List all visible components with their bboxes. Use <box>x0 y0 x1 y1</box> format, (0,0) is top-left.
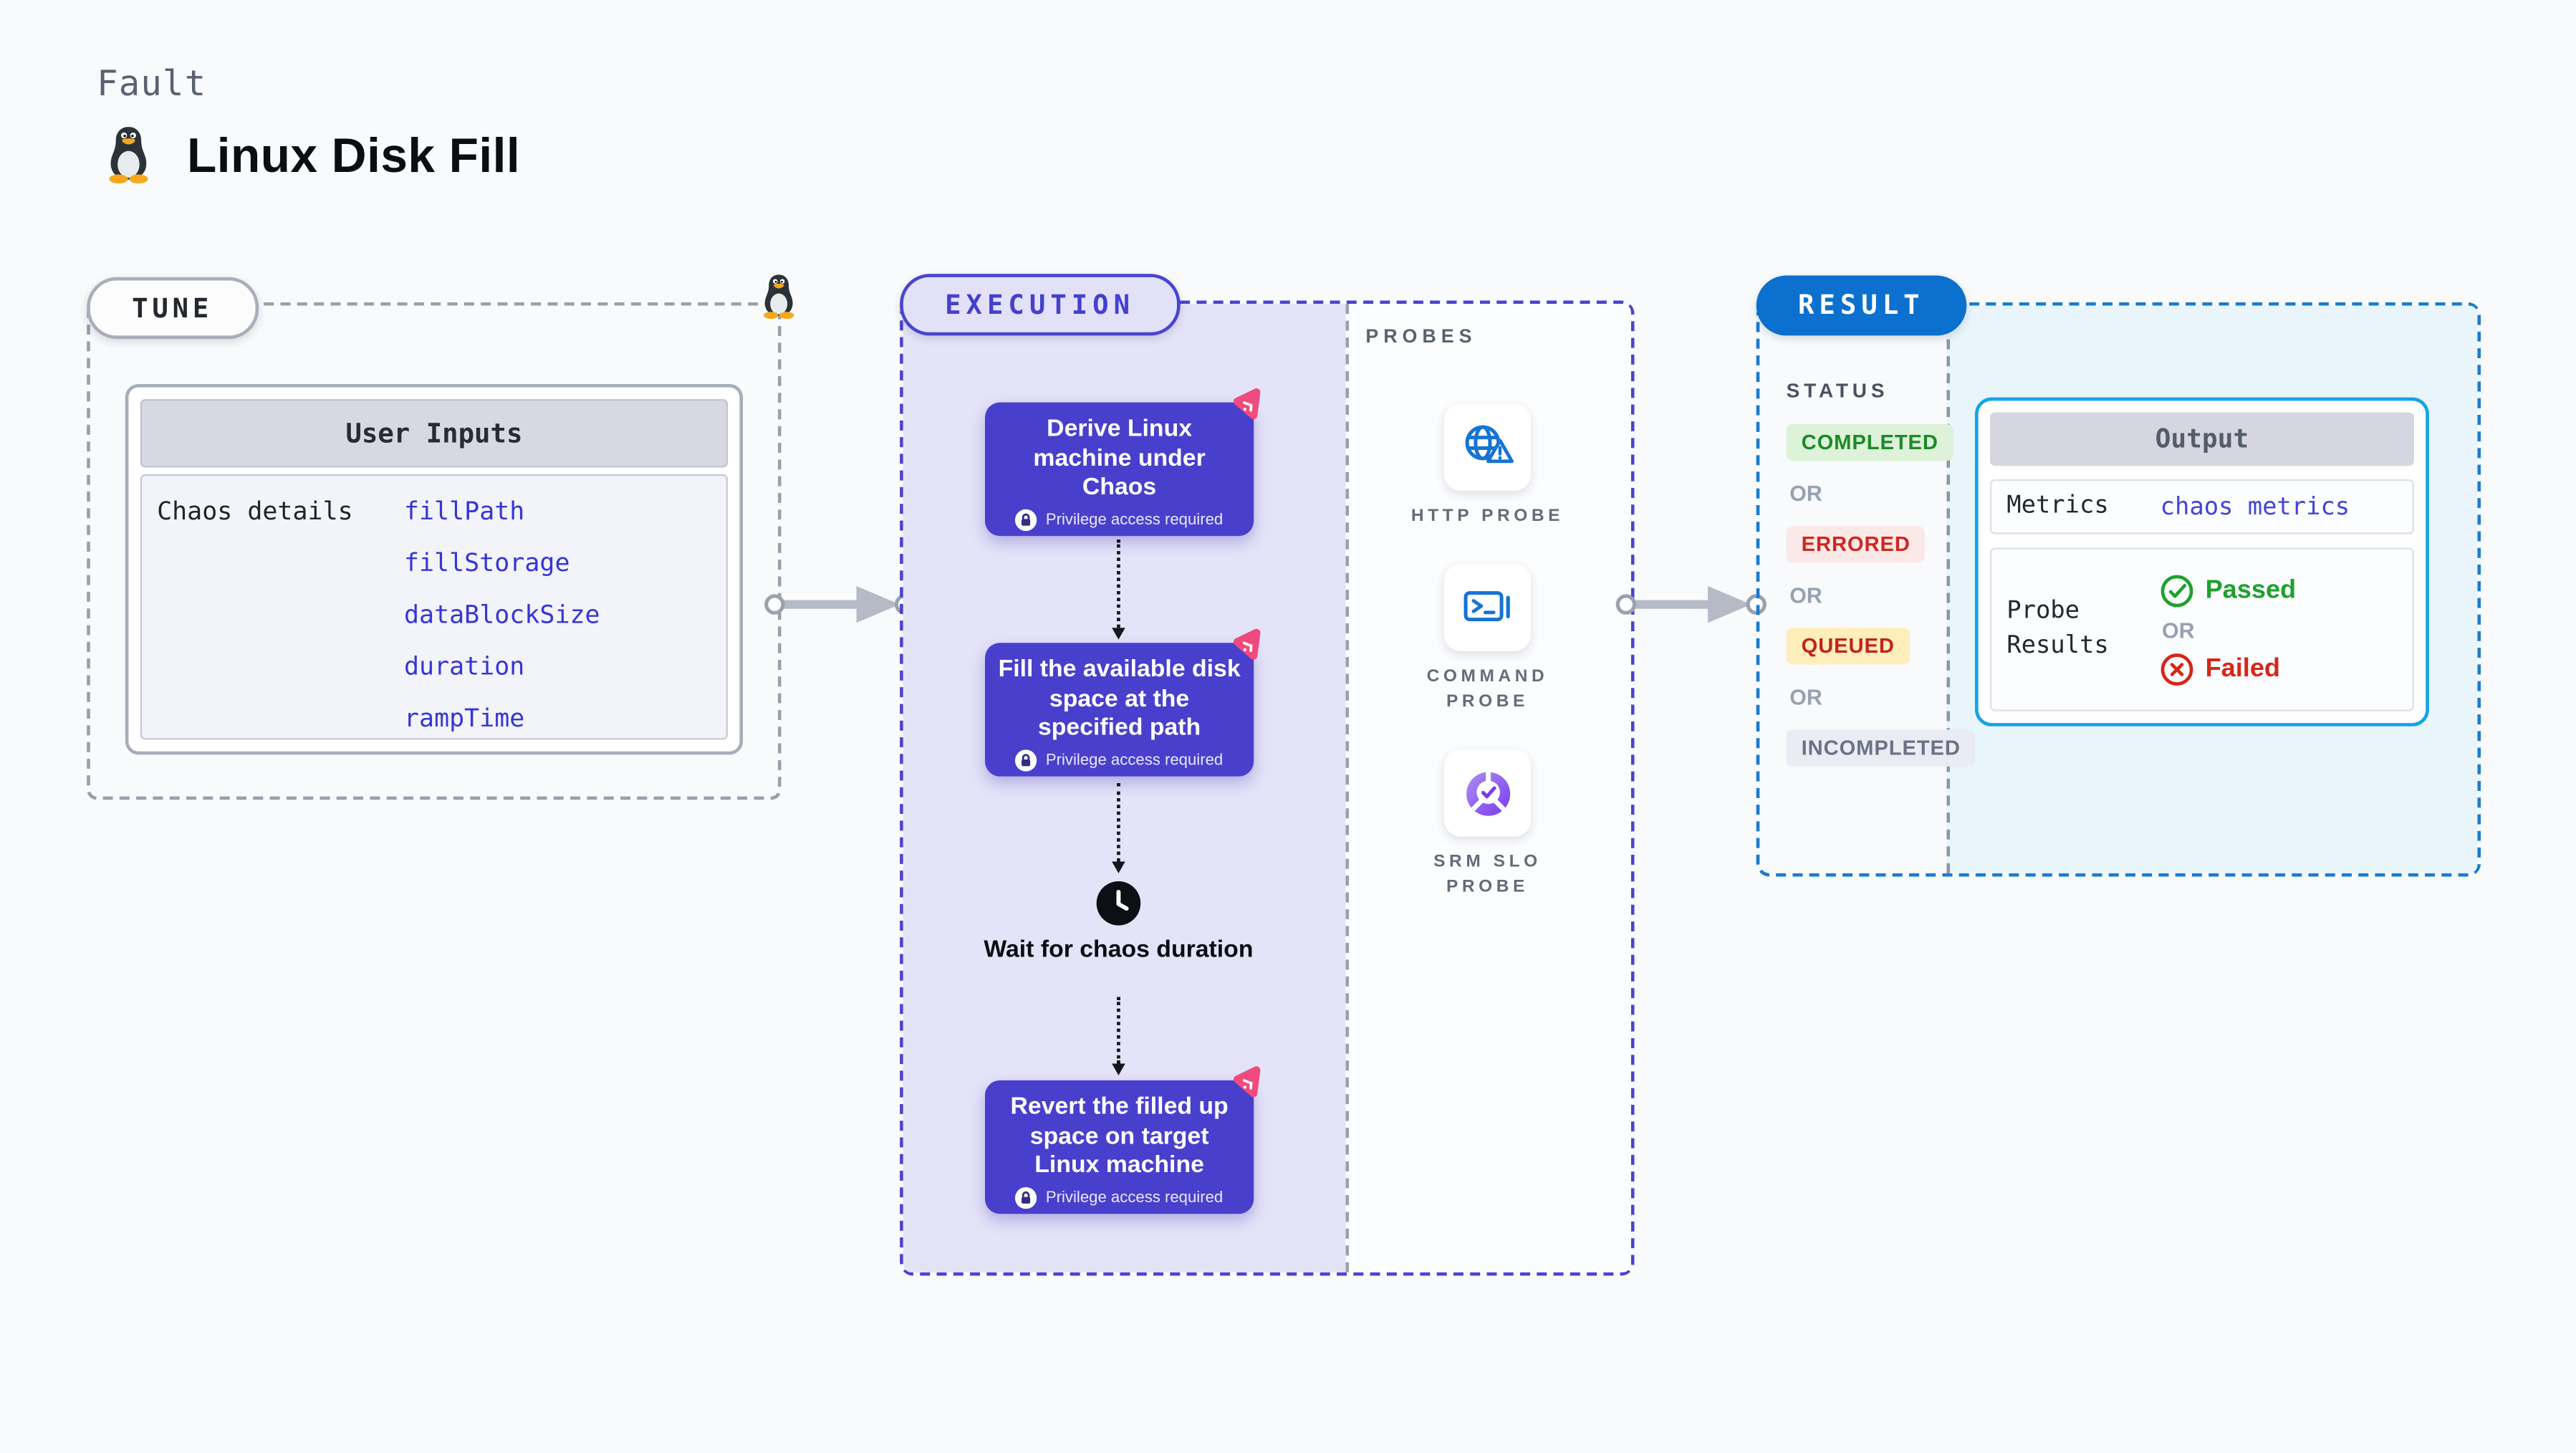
field-link-ramptime[interactable]: rampTime <box>403 703 525 734</box>
check-circle-icon <box>2161 574 2193 607</box>
result-pill: RESULT <box>1756 275 1966 336</box>
result-section: RESULT STATUS COMPLETED OR ERRORED OR QU… <box>1756 275 2481 877</box>
tux-penguin-icon <box>102 117 155 191</box>
tune-pill: TUNE <box>87 277 259 340</box>
litmus-chaos-icon <box>1229 626 1269 666</box>
chaos-metrics-link[interactable]: chaos metrics <box>2160 493 2350 520</box>
field-link-fillpath[interactable]: fillPath <box>403 496 525 527</box>
probes-panel-title: PROBES <box>1365 327 1477 347</box>
litmus-chaos-icon <box>1229 1064 1269 1104</box>
execution-section: EXECUTION PROBES Derive Linux machine un… <box>900 274 1635 1276</box>
tux-penguin-small-icon <box>758 267 799 324</box>
status-badge-incompleted: INCOMPLETED <box>1786 729 1976 767</box>
srm-slo-probe-tile[interactable] <box>1443 749 1532 837</box>
wait-step-label: Wait for chaos duration <box>984 936 1254 964</box>
status-badge-completed: COMPLETED <box>1786 423 1953 461</box>
step-title: Fill the available disk space at the spe… <box>998 656 1241 742</box>
litmus-chaos-icon <box>1229 385 1269 426</box>
step-card-derive-machine: Derive Linux machine under Chaos Privile… <box>984 403 1254 537</box>
flow-connector <box>1112 539 1125 640</box>
or-separator: OR <box>1789 684 1822 710</box>
output-header: Output <box>1989 412 2414 466</box>
failed-line: Failed <box>2161 652 2296 686</box>
privilege-lock-icon <box>1016 1187 1037 1209</box>
fault-kicker: Fault <box>97 63 207 104</box>
passed-line: Passed <box>2161 574 2296 608</box>
probe-results-label: Probe Results <box>2007 598 2109 660</box>
flow-connector <box>1112 997 1125 1075</box>
status-badge-errored: ERRORED <box>1786 526 1926 563</box>
command-probe-label: COMMAND PROBE <box>1426 666 1549 712</box>
status-list: COMPLETED OR ERRORED OR QUEUED OR INCOMP… <box>1786 423 1976 767</box>
step-card-revert-space: Revert the filled up space on target Lin… <box>984 1080 1254 1214</box>
slo-gauge-icon <box>1465 771 1510 815</box>
field-link-duration[interactable]: duration <box>403 651 525 681</box>
status-badge-queued: QUEUED <box>1786 628 1910 665</box>
chaos-details-label: Chaos details <box>157 496 353 527</box>
tune-section: TUNE User Inputs Chaos details fillPath … <box>87 302 781 800</box>
command-probe-tile[interactable] <box>1443 564 1532 651</box>
chaos-detail-fields: fillPath fillStorage dataBlockSize durat… <box>404 496 600 754</box>
step-title: Derive Linux machine under Chaos <box>1033 416 1206 502</box>
status-title: STATUS <box>1786 379 1889 403</box>
srm-slo-probe-label: SRM SLO PROBE <box>1433 851 1542 897</box>
output-card: Output Metrics chaos metrics Probe Resul… <box>1974 397 2429 726</box>
globe-alert-icon <box>1465 425 1514 464</box>
or-separator: OR <box>2161 617 2195 643</box>
clock-icon <box>1096 881 1141 926</box>
privilege-lock-icon <box>1016 750 1037 772</box>
page-title: Linux Disk Fill <box>187 130 521 184</box>
failed-label: Failed <box>2205 653 2280 683</box>
user-inputs-table: User Inputs Chaos details fillPath fillS… <box>125 384 744 755</box>
tune-to-execution-arrow <box>761 581 918 628</box>
field-link-datablocksize[interactable]: dataBlockSize <box>403 599 600 630</box>
user-inputs-header: User Inputs <box>140 398 729 468</box>
execution-pill: EXECUTION <box>900 274 1180 336</box>
probe-results-values: Passed OR Failed <box>2161 574 2296 686</box>
or-separator: OR <box>1789 481 1822 507</box>
privilege-label: Privilege access required <box>1045 511 1224 529</box>
user-inputs-body: Chaos details fillPath fillStorage dataB… <box>140 474 729 740</box>
privilege-label: Privilege access required <box>1045 1189 1224 1208</box>
privilege-lock-icon <box>1016 509 1037 531</box>
field-link-fillstorage[interactable]: fillStorage <box>403 547 570 578</box>
http-probe-label: HTTP PROBE <box>1410 506 1565 527</box>
terminal-icon <box>1464 591 1510 622</box>
or-separator: OR <box>1789 582 1822 608</box>
flow-connector <box>1112 783 1125 873</box>
privilege-label: Privilege access required <box>1045 751 1224 770</box>
metrics-row: Metrics chaos metrics <box>1989 479 2414 534</box>
passed-label: Passed <box>2205 575 2297 604</box>
http-probe-tile[interactable] <box>1443 403 1532 491</box>
x-circle-icon <box>2161 652 2193 685</box>
step-title: Revert the filled up space on target Lin… <box>1010 1093 1229 1180</box>
probe-results-row: Probe Results Passed OR <box>1989 547 2414 711</box>
metrics-label: Metrics <box>2007 492 2109 519</box>
execution-to-result-arrow <box>1613 581 1769 628</box>
step-card-fill-disk: Fill the available disk space at the spe… <box>984 643 1254 777</box>
